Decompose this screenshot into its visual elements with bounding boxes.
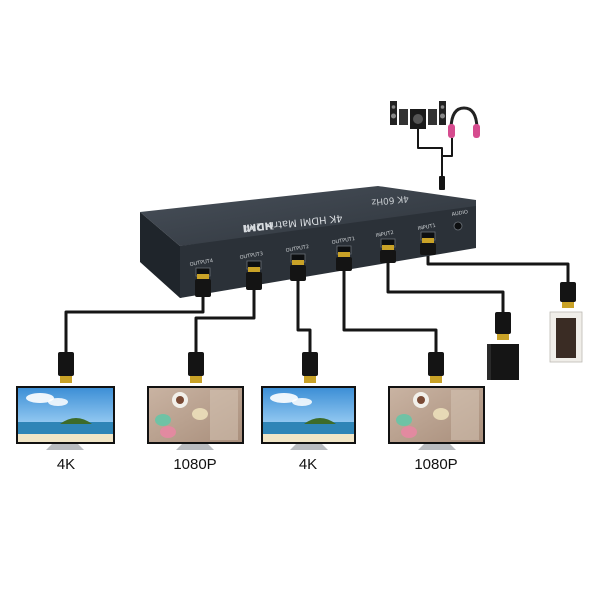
plug-output2 (290, 260, 306, 281)
port-label-audio: AUDIO (451, 209, 468, 218)
audio-jack (453, 221, 463, 231)
device-plugs (195, 176, 445, 297)
plug-output1 (336, 252, 352, 271)
speaker-system-icon (390, 101, 446, 129)
display-1-stand (46, 444, 84, 450)
display-3-tv (261, 386, 356, 450)
plug-display-1 (58, 352, 74, 383)
audio-plug (439, 176, 445, 190)
port-label-input1: INPUT1 (417, 223, 436, 232)
plug-media-player (560, 282, 576, 308)
cable-audio-headphones (441, 138, 453, 180)
cable-input2 (386, 262, 505, 312)
plug-input2 (380, 245, 396, 263)
display-2-screen-macarons (149, 388, 242, 442)
device-top-face (140, 186, 476, 246)
display-4-tv (388, 386, 485, 450)
plug-display-2 (188, 352, 204, 383)
plug-game-console (495, 312, 511, 340)
display-1-label: 4K (56, 456, 76, 473)
media-player (549, 311, 583, 363)
cable-audio-speakers (417, 128, 443, 180)
display-4-screen-macarons (390, 388, 483, 442)
display-1-tv (16, 386, 115, 450)
port-label-input2: INPUT2 (375, 230, 394, 239)
game-console (487, 344, 519, 380)
plug-output4 (195, 274, 211, 297)
cable-output3 (194, 290, 256, 352)
display-1-screen-landscape (18, 388, 113, 442)
display-3-screen-landscape (263, 388, 354, 442)
cable-output1 (342, 270, 438, 352)
cable-output2 (296, 280, 312, 352)
display-3-stand (290, 444, 328, 450)
device-subtitle: 4K 60Hz (371, 193, 410, 207)
hdmi-matrix-device: HDMI 4K HDMI Matrix 2x4 4K 60Hz OUTPUT4 … (140, 186, 476, 298)
cables (64, 128, 570, 352)
plug-display-3 (302, 352, 318, 383)
display-4-stand (418, 444, 456, 450)
display-plugs (58, 352, 444, 383)
cable-output4 (64, 296, 205, 352)
source-plugs (495, 282, 576, 340)
headphones-icon (448, 106, 480, 138)
port-label-output2: OUTPUT2 (285, 244, 309, 254)
display-2-stand (176, 444, 214, 450)
port-label-output1: OUTPUT1 (331, 236, 355, 246)
hdmi-logo: HDMI (242, 219, 273, 233)
plug-display-4 (428, 352, 444, 383)
display-2-label: 1080P (173, 456, 217, 473)
cable-input1 (426, 254, 570, 282)
display-4-label: 1080P (414, 456, 458, 473)
display-2-tv (147, 386, 244, 450)
plug-output3 (246, 267, 262, 290)
port-label-output3: OUTPUT3 (239, 251, 263, 261)
plug-input1 (420, 238, 436, 255)
display-3-label: 4K (298, 456, 318, 473)
port-label-output4: OUTPUT4 (189, 258, 213, 268)
